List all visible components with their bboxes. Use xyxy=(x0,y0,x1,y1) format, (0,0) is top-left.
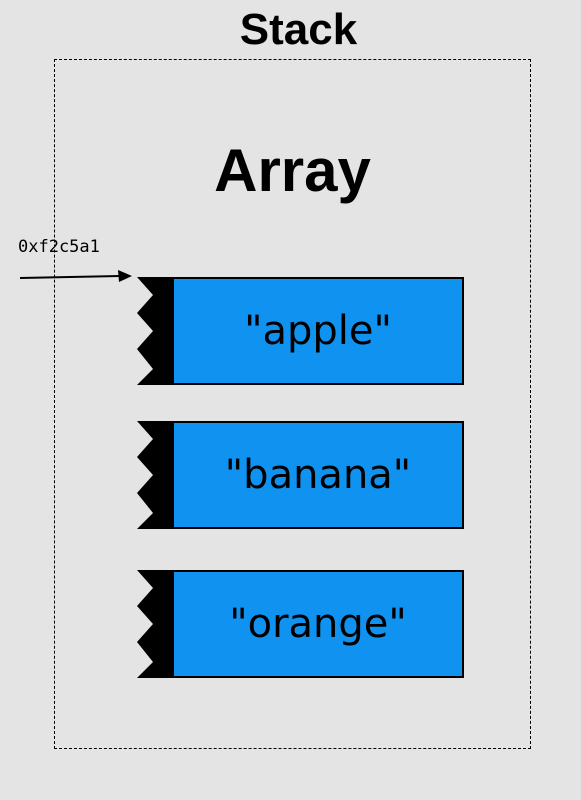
array-element-value: "banana" xyxy=(224,452,412,498)
array-title: Array xyxy=(214,137,371,204)
array-element-value: "orange" xyxy=(229,601,407,647)
array-element-body: "apple" xyxy=(172,277,464,385)
array-element-1: "banana" xyxy=(135,421,464,529)
stack-frame xyxy=(54,59,531,749)
array-element-body: "banana" xyxy=(172,421,464,529)
element-connector-notch xyxy=(137,277,175,385)
memory-address-label: 0xf2c5a1 xyxy=(18,237,100,257)
array-element-value: "apple" xyxy=(244,308,392,354)
pointer-arrow-icon xyxy=(19,270,132,282)
stack-title: Stack xyxy=(239,5,358,54)
array-element-0: "apple" xyxy=(135,277,464,385)
element-connector-notch xyxy=(137,570,175,678)
element-connector-notch xyxy=(137,421,175,529)
array-element-body: "orange" xyxy=(172,570,464,678)
array-element-2: "orange" xyxy=(135,570,464,678)
